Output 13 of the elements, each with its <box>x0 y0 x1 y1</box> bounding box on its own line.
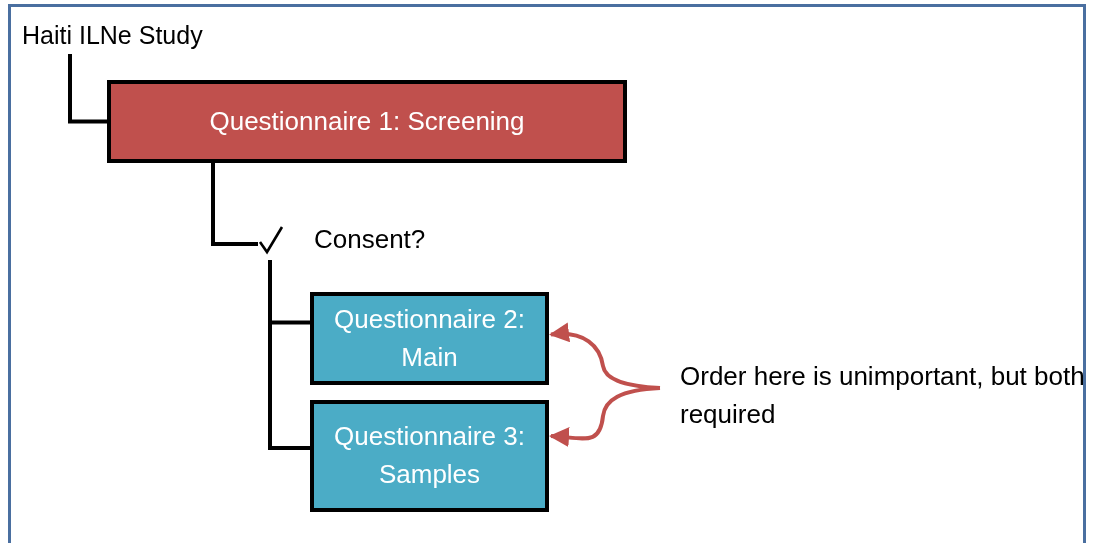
connector-line <box>68 54 107 124</box>
node-label: Consent? <box>314 223 426 257</box>
title-text: Haiti ILNe Study <box>22 19 203 51</box>
node-label: Order here is unimportant, but both required <box>680 360 1086 431</box>
node-label: Questionnaire 3: Samples <box>333 420 526 491</box>
process-box <box>310 292 549 385</box>
process-box <box>310 400 549 512</box>
node-label: Questionnaire 1: Screening <box>209 104 525 138</box>
connector-line <box>268 260 310 450</box>
node-label: Questionnaire 2: Main <box>333 302 526 374</box>
connector-line <box>211 163 258 246</box>
arrow <box>549 386 661 448</box>
process-box <box>107 80 627 163</box>
